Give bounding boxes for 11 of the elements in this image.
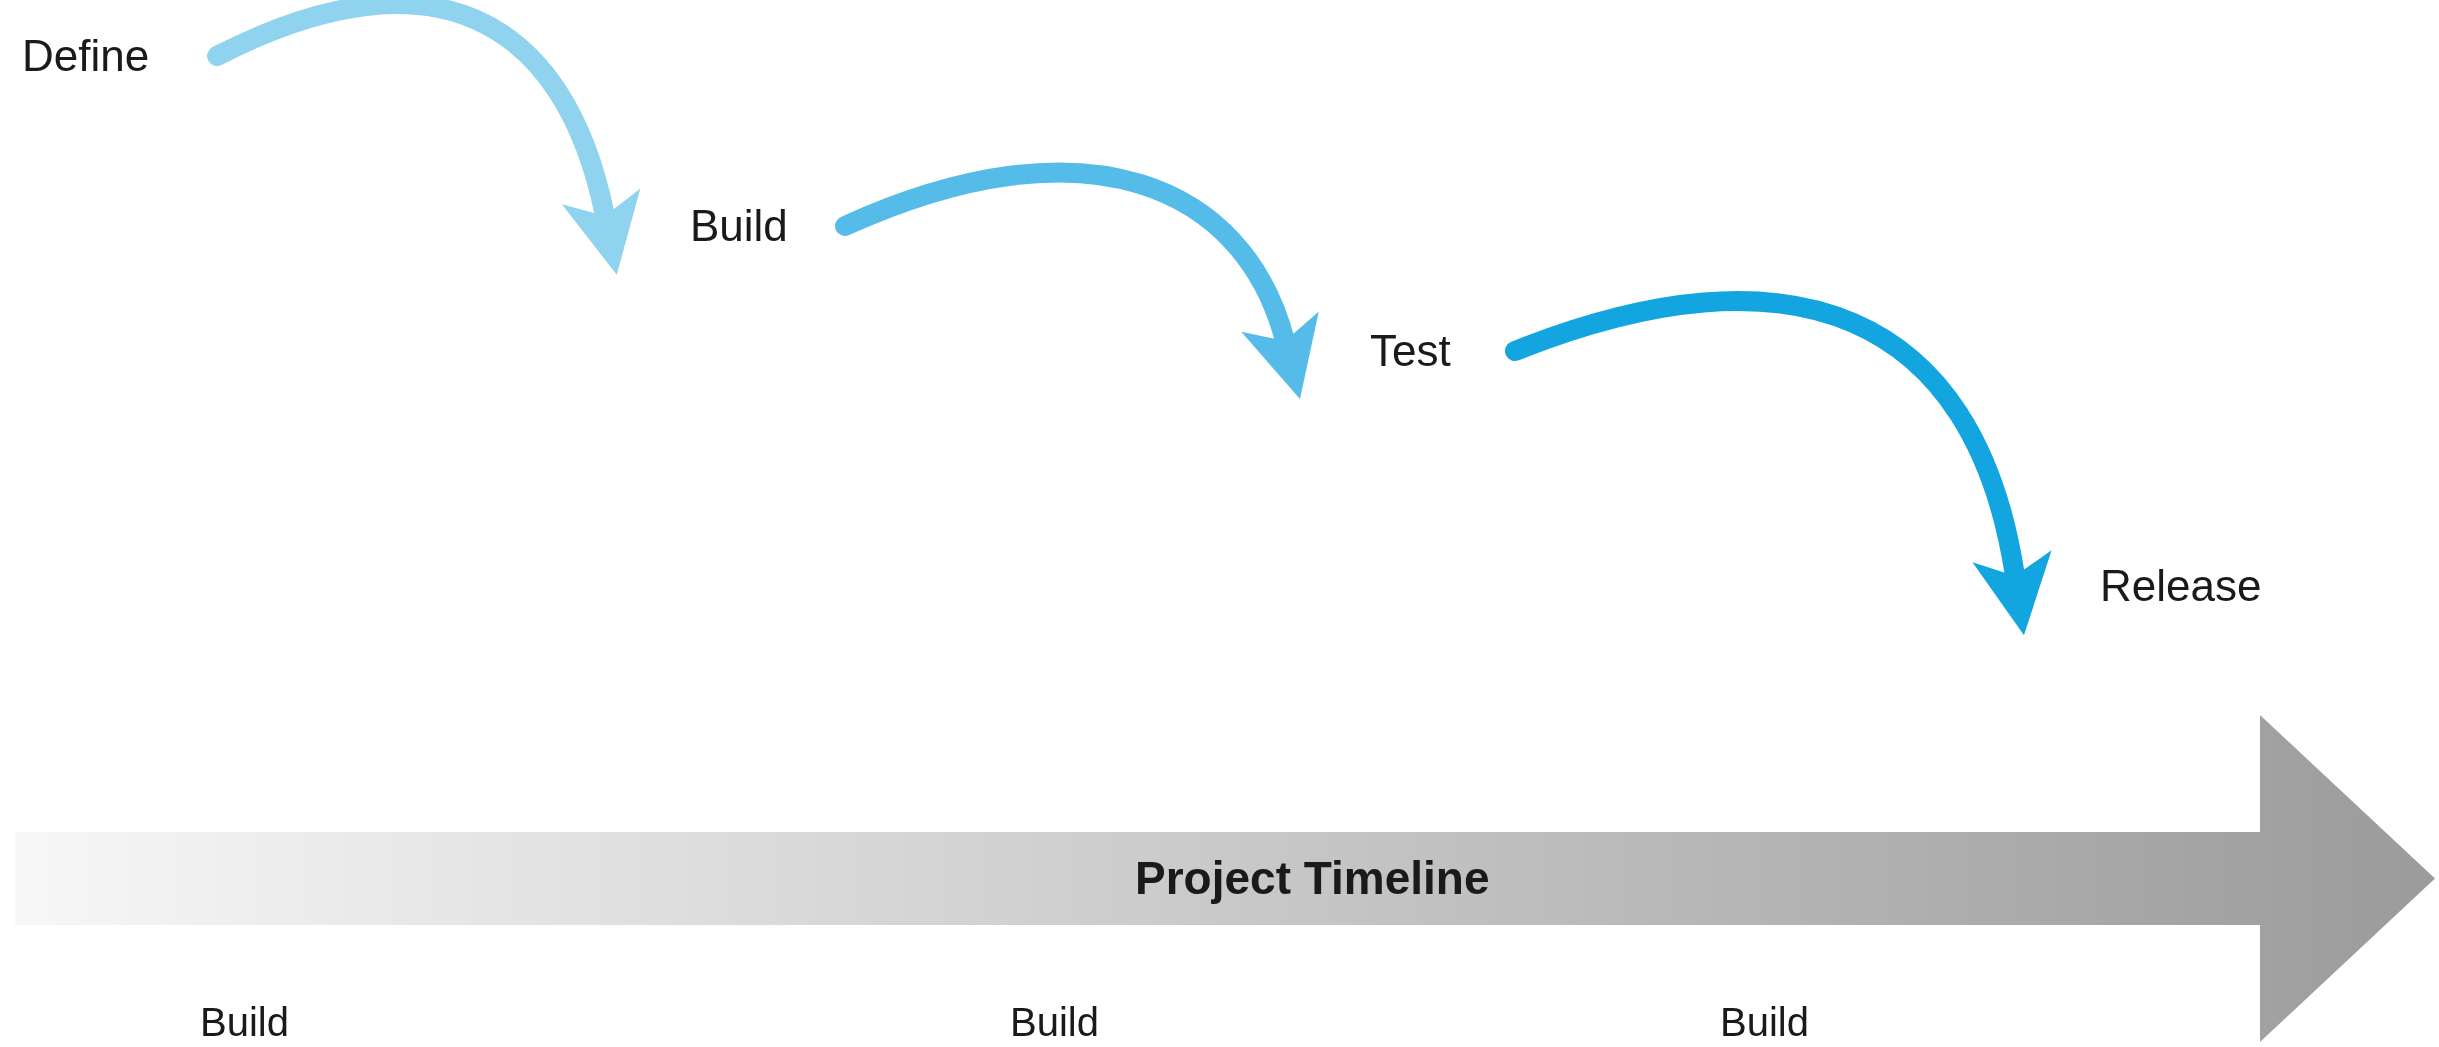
phase-label: Build — [200, 1000, 289, 1044]
phase-label: Test — [1370, 325, 1500, 377]
phase-label: Define — [22, 30, 202, 82]
phase-label: Release — [2100, 560, 2310, 612]
curved-arrow — [207, 0, 639, 275]
phase-label: Build — [690, 200, 830, 252]
timeline-label: Project Timeline — [1135, 852, 1490, 904]
phase-label: Build — [1010, 1000, 1099, 1044]
phase-label: Build — [1720, 1000, 1809, 1044]
curved-arrow — [835, 162, 1317, 398]
curved-arrow — [1505, 291, 2051, 635]
